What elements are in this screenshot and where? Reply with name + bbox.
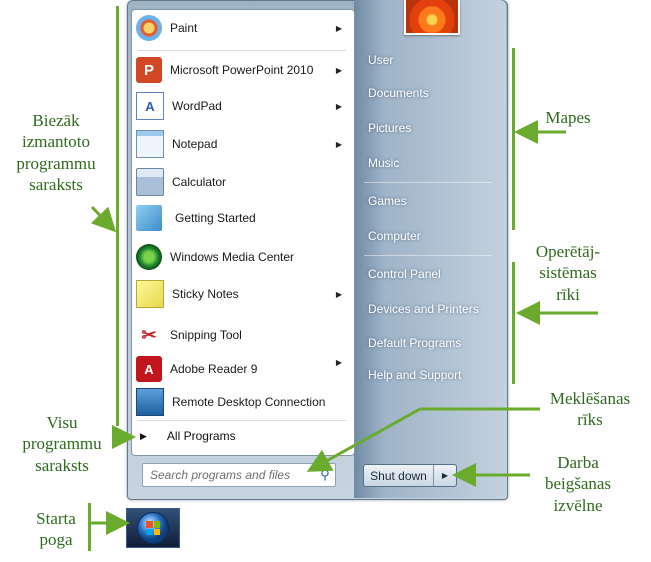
wordpad-icon: A: [136, 92, 164, 120]
menu-item-music[interactable]: Music: [368, 156, 400, 170]
calculator-icon: [136, 168, 164, 196]
bracket-folders: [512, 48, 515, 230]
divider: [364, 182, 492, 183]
getting-started-icon: [136, 205, 162, 231]
paint-icon: [136, 15, 162, 41]
arrow-frequent-programs: [90, 205, 117, 233]
snipping-tool-icon: ✂: [141, 324, 157, 345]
program-label: Paint: [170, 21, 198, 35]
shutdown-control: Shut down ▶: [363, 464, 457, 487]
shutdown-options-arrow-icon[interactable]: ▶: [441, 471, 449, 480]
program-snipping-tool[interactable]: ✂ Snipping Tool: [133, 318, 351, 352]
bracket-os-tools: [512, 262, 515, 384]
bracket-start-button: [88, 503, 91, 551]
annotation-search: Meklēšanas rīks: [549, 389, 631, 430]
annotation-folders: Mapes: [545, 108, 591, 127]
menu-item-computer[interactable]: Computer: [368, 229, 421, 243]
notepad-icon: [136, 130, 164, 158]
annotation-shutdown: Darba beigšanas izvēlne: [544, 453, 612, 515]
program-label: Getting Started: [175, 211, 256, 225]
media-center-icon: [136, 244, 162, 270]
menu-item-devices-printers[interactable]: Devices and Printers: [368, 302, 479, 316]
annotation-os-tools: Operētāj- sistēmas rīki: [535, 242, 601, 304]
program-getting-started[interactable]: Getting Started: [133, 201, 351, 235]
program-label: WordPad: [172, 99, 222, 113]
windows-logo-icon: [137, 512, 169, 544]
arrow-search-diag: [306, 407, 421, 472]
all-programs-button[interactable]: ▶ All Programs: [140, 426, 340, 446]
menu-item-documents[interactable]: Documents: [368, 86, 429, 100]
program-remote-desktop[interactable]: Remote Desktop Connection: [133, 385, 351, 419]
search-input[interactable]: Search programs and files: [150, 468, 291, 482]
menu-item-games[interactable]: Games: [368, 194, 407, 208]
program-label: Remote Desktop Connection: [172, 395, 326, 409]
adobe-reader-icon: A: [136, 356, 162, 382]
program-label: Adobe Reader 9: [170, 362, 258, 376]
divider: [364, 255, 492, 256]
program-label: Notepad: [172, 137, 218, 151]
shutdown-button[interactable]: Shut down: [364, 465, 434, 486]
divider: [138, 420, 346, 421]
submenu-arrow-icon[interactable]: ▶: [335, 65, 342, 75]
program-notepad[interactable]: Notepad ▶: [133, 127, 351, 161]
program-calculator[interactable]: Calculator: [133, 165, 351, 199]
menu-item-control-panel[interactable]: Control Panel: [368, 267, 441, 281]
menu-item-pictures[interactable]: Pictures: [368, 121, 412, 135]
menu-item-help-support[interactable]: Help and Support: [368, 368, 462, 382]
program-adobe-reader[interactable]: A Adobe Reader 9 ▶: [133, 352, 351, 386]
submenu-arrow-icon[interactable]: ▶: [335, 101, 342, 111]
submenu-arrow-icon[interactable]: ▶: [335, 139, 342, 149]
program-paint[interactable]: Paint ▶: [133, 11, 351, 45]
program-label: Sticky Notes: [172, 287, 239, 301]
all-programs-label: All Programs: [166, 429, 236, 443]
submenu-arrow-icon[interactable]: ▶: [335, 358, 342, 367]
annotation-frequent-programs: Biezāk izmantoto programmu saraksts: [16, 111, 96, 194]
menu-item-user[interactable]: User: [368, 53, 394, 67]
annotation-all-programs: Visu programmu saraksts: [22, 413, 102, 475]
start-button[interactable]: [126, 508, 180, 548]
annotation-start-button: Starta poga: [36, 509, 76, 550]
program-label: Calculator: [172, 175, 227, 189]
all-programs-arrow-icon: ▶: [140, 430, 147, 441]
user-picture[interactable]: [404, 0, 460, 35]
search-box[interactable]: Search programs and files ⚲: [142, 463, 336, 487]
start-menu-left-pane: [131, 9, 355, 456]
powerpoint-icon: P: [136, 57, 162, 83]
program-sticky-notes[interactable]: Sticky Notes ▶: [133, 277, 351, 311]
menu-item-default-programs[interactable]: Default Programs: [368, 336, 462, 350]
bracket-frequent-programs: [116, 6, 119, 426]
submenu-arrow-icon[interactable]: ▶: [335, 289, 342, 299]
program-wordpad[interactable]: A WordPad ▶: [133, 89, 351, 123]
program-media-center[interactable]: Windows Media Center: [133, 240, 351, 274]
submenu-arrow-icon[interactable]: ▶: [335, 23, 342, 33]
program-label: Snipping Tool: [170, 328, 242, 342]
remote-desktop-icon: [136, 388, 164, 416]
search-icon[interactable]: ⚲: [320, 467, 330, 482]
start-menu-right-pane: [354, 0, 506, 498]
divider: [138, 50, 346, 51]
program-label: Windows Media Center: [170, 250, 295, 264]
program-powerpoint[interactable]: P Microsoft PowerPoint 2010 ▶: [133, 53, 351, 87]
program-label: Microsoft PowerPoint 2010: [170, 63, 314, 77]
sticky-notes-icon: [136, 280, 164, 308]
